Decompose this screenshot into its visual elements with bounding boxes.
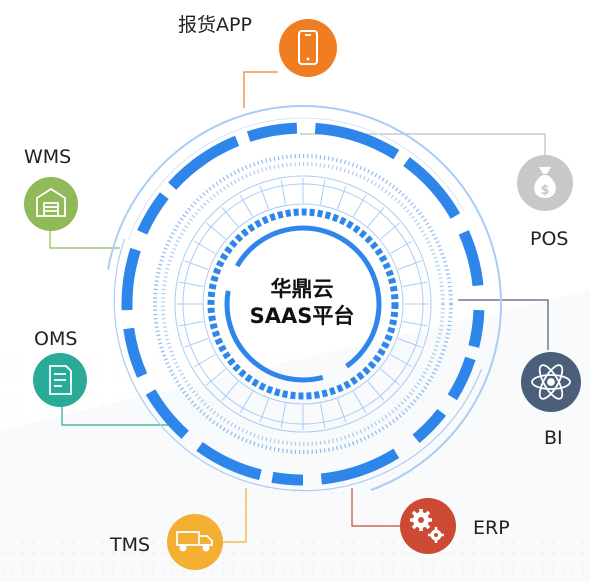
ring-tick (184, 260, 209, 270)
ring-thin-circle (174, 175, 432, 433)
ring-outer-segment (447, 356, 476, 401)
ring-dotted-band (161, 162, 445, 446)
ring-tick (337, 398, 347, 423)
ring-tick (353, 194, 367, 217)
ring-tick (259, 398, 269, 423)
ring-tick (390, 240, 413, 254)
module-tms[interactable] (167, 514, 223, 570)
ring-tick (402, 321, 428, 327)
module-pos[interactable]: $ (517, 155, 573, 211)
ring-tick (353, 391, 367, 414)
truck-icon (176, 531, 213, 552)
ring-tick (320, 403, 326, 429)
ring-inner-dashed (207, 208, 399, 400)
ring-outer-segment (168, 153, 208, 190)
ring-outer-arc (113, 238, 483, 492)
ring-outer-segment (271, 471, 304, 486)
ring-tick (280, 403, 286, 429)
ring-outer-segment (246, 122, 298, 142)
ring-outer-segment (320, 448, 400, 485)
ring-outer-segment (196, 441, 262, 481)
ring-thin-circle (202, 203, 404, 405)
module-label-wms: WMS (24, 146, 72, 168)
document-icon (49, 365, 72, 395)
module-label-erp: ERP (473, 517, 510, 539)
ring-outer-segment (123, 327, 148, 378)
ring-tick (184, 338, 209, 348)
ring-outer-arc (107, 105, 502, 492)
module-bi[interactable] (521, 352, 581, 412)
ring-dotted-band (153, 154, 453, 454)
module-label-app: 报货APP (178, 14, 252, 36)
connector-oms (61, 405, 170, 426)
module-label-tms: TMS (110, 534, 151, 556)
ring-outer-segment (468, 309, 485, 348)
ring-tick (193, 240, 216, 254)
ring-tick (178, 281, 204, 287)
ring-inner-arc (235, 225, 382, 369)
center-title-line2: SAAS平台 (250, 304, 355, 328)
ring-inner-arc (224, 290, 324, 383)
ring-outer-segment (403, 157, 461, 219)
connector-tms (222, 488, 247, 543)
module-label-pos: POS (530, 228, 569, 250)
ring-outer-segment (145, 389, 189, 439)
ring-tick (206, 368, 226, 386)
ring-tick (367, 207, 385, 227)
module-erp[interactable] (400, 498, 456, 554)
ring-tick (221, 207, 239, 227)
ring-tick (390, 354, 413, 368)
connector-lines (49, 71, 549, 543)
ring-tick (221, 381, 239, 401)
svg-text:$: $ (540, 183, 549, 198)
connector-bi (458, 299, 549, 350)
connector-app (243, 71, 278, 108)
module-label-bi: BI (544, 427, 563, 449)
connector-erp (351, 488, 400, 527)
center-title-line1: 华鼎云 (271, 277, 334, 301)
ring-tick (397, 338, 422, 348)
ring-tick (259, 185, 269, 210)
ring-tick (380, 222, 400, 240)
ring-outer-segment (412, 408, 447, 444)
ring-tick (280, 179, 286, 205)
platform-ring (107, 105, 502, 492)
ring-tick (206, 222, 226, 240)
warehouse-icon (36, 187, 66, 217)
ring-tick (380, 368, 400, 386)
gears-icon (410, 509, 444, 543)
ring-tick (402, 281, 428, 287)
module-oms[interactable] (33, 353, 87, 407)
module-app[interactable] (279, 19, 337, 77)
ring-outer-segment (137, 192, 169, 235)
ring-tick (320, 179, 326, 205)
ring-tick (367, 381, 385, 401)
ring-tick (397, 260, 422, 270)
atom-icon (531, 364, 571, 400)
ring-outer-segment (314, 122, 400, 160)
module-wms[interactable] (24, 177, 78, 231)
connector-pos (300, 133, 546, 160)
ring-outer-arc (127, 117, 465, 241)
ring-outer-segment (121, 247, 141, 311)
ring-tick (239, 194, 253, 217)
ring-tick (239, 391, 253, 414)
ring-tick (193, 354, 216, 368)
module-label-oms: OMS (34, 328, 78, 350)
money-bag-icon: $ (534, 167, 556, 198)
phone-icon (298, 30, 318, 65)
connector-wms (49, 230, 120, 249)
ring-tick (178, 321, 204, 327)
ring-tick (337, 185, 347, 210)
ring-outer-segment (458, 230, 484, 287)
